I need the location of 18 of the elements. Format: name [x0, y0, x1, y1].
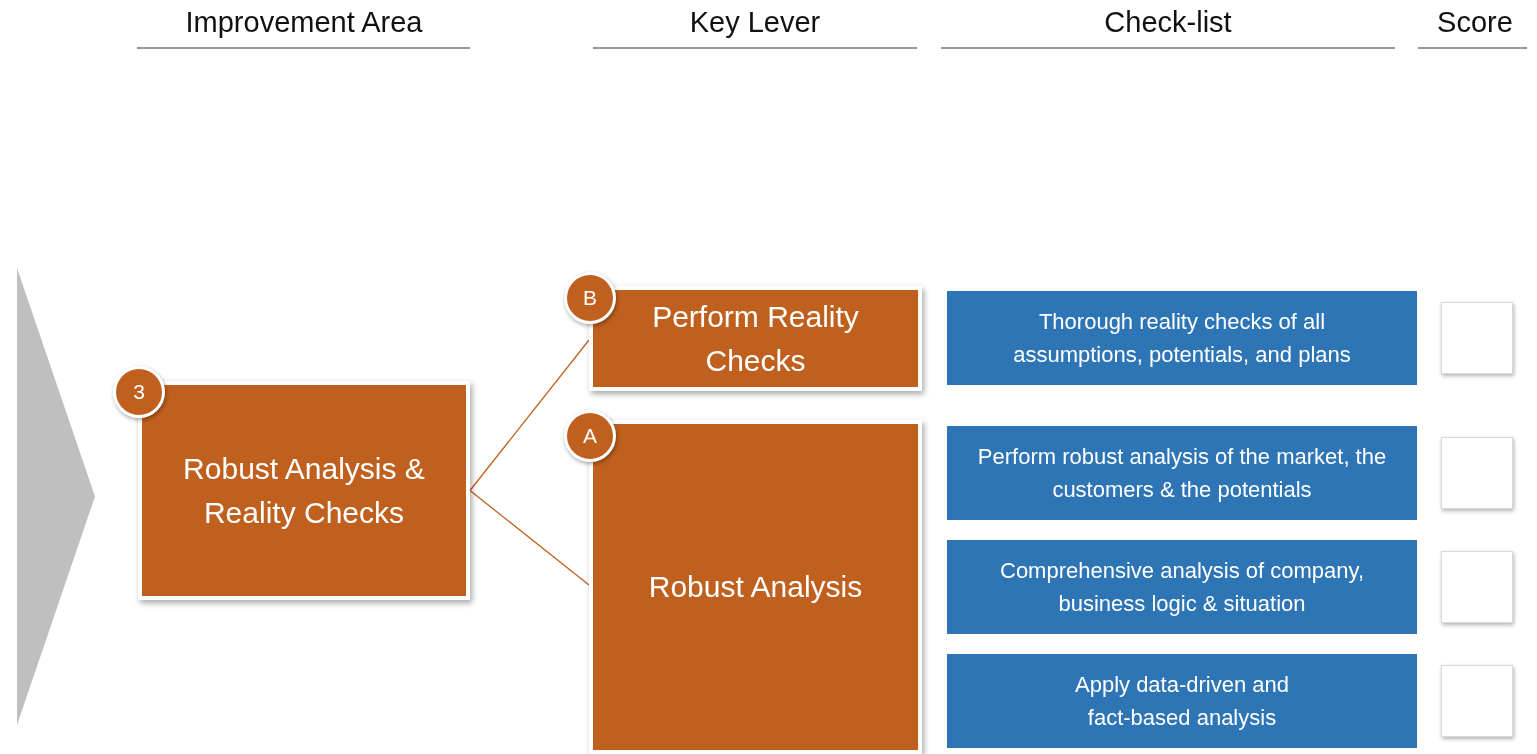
score-box	[1441, 665, 1513, 737]
score-box	[1441, 437, 1513, 509]
column-header: Check-list	[1103, 6, 1233, 39]
checklist-box: Thorough reality checks of all assumptions, potentials, and plans	[947, 291, 1417, 385]
column-header: Score	[1436, 6, 1514, 39]
column-header: Improvement Area	[184, 6, 424, 39]
checklist-box: Apply data-driven and fact-based analysis	[947, 654, 1417, 748]
checklist-box: Comprehensive analysis of company, business logic & situation	[947, 540, 1417, 634]
checklist-box: Perform robust analysis of the market, the customers & the potentials	[947, 426, 1417, 520]
number-badge: 3	[113, 366, 165, 418]
number-badge: B	[564, 272, 616, 324]
connector-line	[469, 489, 590, 586]
chevron-shape	[17, 268, 95, 725]
score-box	[1441, 302, 1513, 374]
column-header: Key Lever	[688, 6, 822, 39]
number-badge: A	[564, 410, 616, 462]
connector-line	[469, 339, 590, 492]
score-box	[1441, 551, 1513, 623]
